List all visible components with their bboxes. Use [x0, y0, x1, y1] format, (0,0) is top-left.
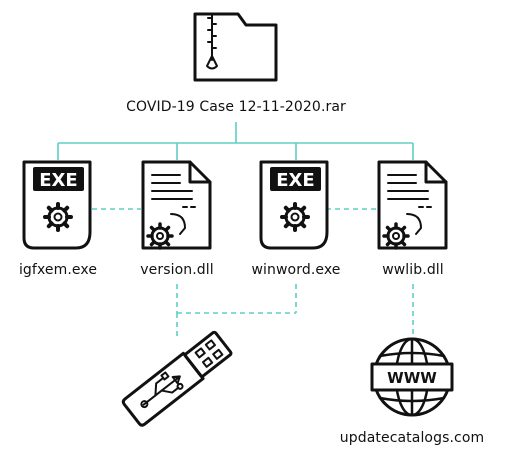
exe-badge-text: EXE [276, 170, 314, 191]
zip-folder-icon [193, 12, 278, 82]
exe-file-icon: EXE [22, 160, 92, 250]
dll-file-icon [377, 160, 448, 250]
exe-file-icon: EXE [259, 160, 329, 250]
globe-www-icon: WWW [370, 337, 454, 417]
dashed-connectors [92, 208, 414, 336]
domain-label: updatecatalogs.com [339, 430, 485, 446]
file-label-version: version.dll [140, 262, 214, 278]
file-label-winword: winword.exe [251, 262, 341, 278]
www-badge-text: WWW [387, 369, 437, 387]
tree-connectors [57, 122, 414, 160]
exe-badge-text: EXE [39, 170, 77, 191]
dll-file-icon [141, 160, 212, 250]
usb-drive-icon [121, 330, 233, 427]
file-label-igfxem: igfxem.exe [18, 262, 98, 278]
archive-label: COVID-19 Case 12-11-2020.rar [126, 99, 346, 115]
file-label-wwlib: wwlib.dll [382, 262, 444, 278]
